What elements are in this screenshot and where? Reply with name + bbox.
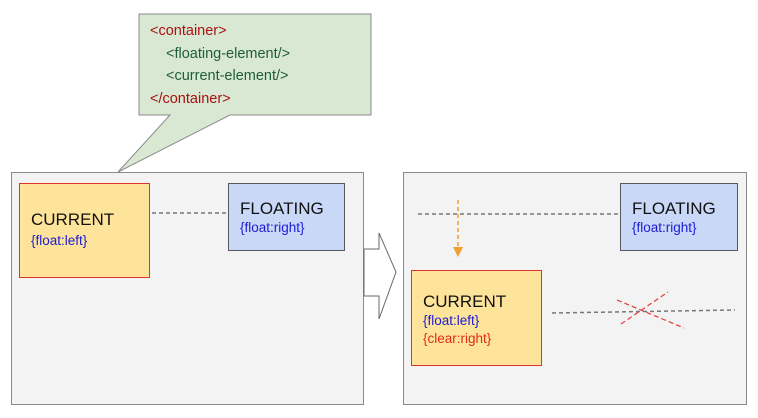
after-current-rule-float: {float:left}	[423, 313, 480, 328]
before-floating-box: FLOATING {float:right}	[228, 183, 345, 251]
before-current-box: CURRENT {float:left}	[19, 183, 150, 278]
before-current-rule: {float:left}	[31, 233, 88, 248]
after-current-title: CURRENT	[423, 292, 507, 311]
callout-code: <container> <floating-element/> <current…	[150, 20, 290, 110]
after-floating-rule: {float:right}	[632, 220, 697, 235]
callout-line-container-close: </container>	[150, 90, 231, 107]
after-floating-title: FLOATING	[632, 199, 716, 218]
after-current-box: CURRENT {float:left} {clear:right}	[411, 270, 542, 366]
after-floating-box: FLOATING {float:right}	[620, 183, 738, 251]
after-current-rule-clear: {clear:right}	[423, 331, 492, 346]
callout-line-current: <current-element/>	[166, 68, 289, 84]
before-floating-title: FLOATING	[240, 199, 324, 218]
before-floating-rule: {float:right}	[240, 220, 305, 235]
callout-line-container-open: <container>	[150, 23, 227, 39]
callout-line-floating: <floating-element/>	[166, 45, 291, 62]
before-current-title: CURRENT	[31, 210, 115, 229]
